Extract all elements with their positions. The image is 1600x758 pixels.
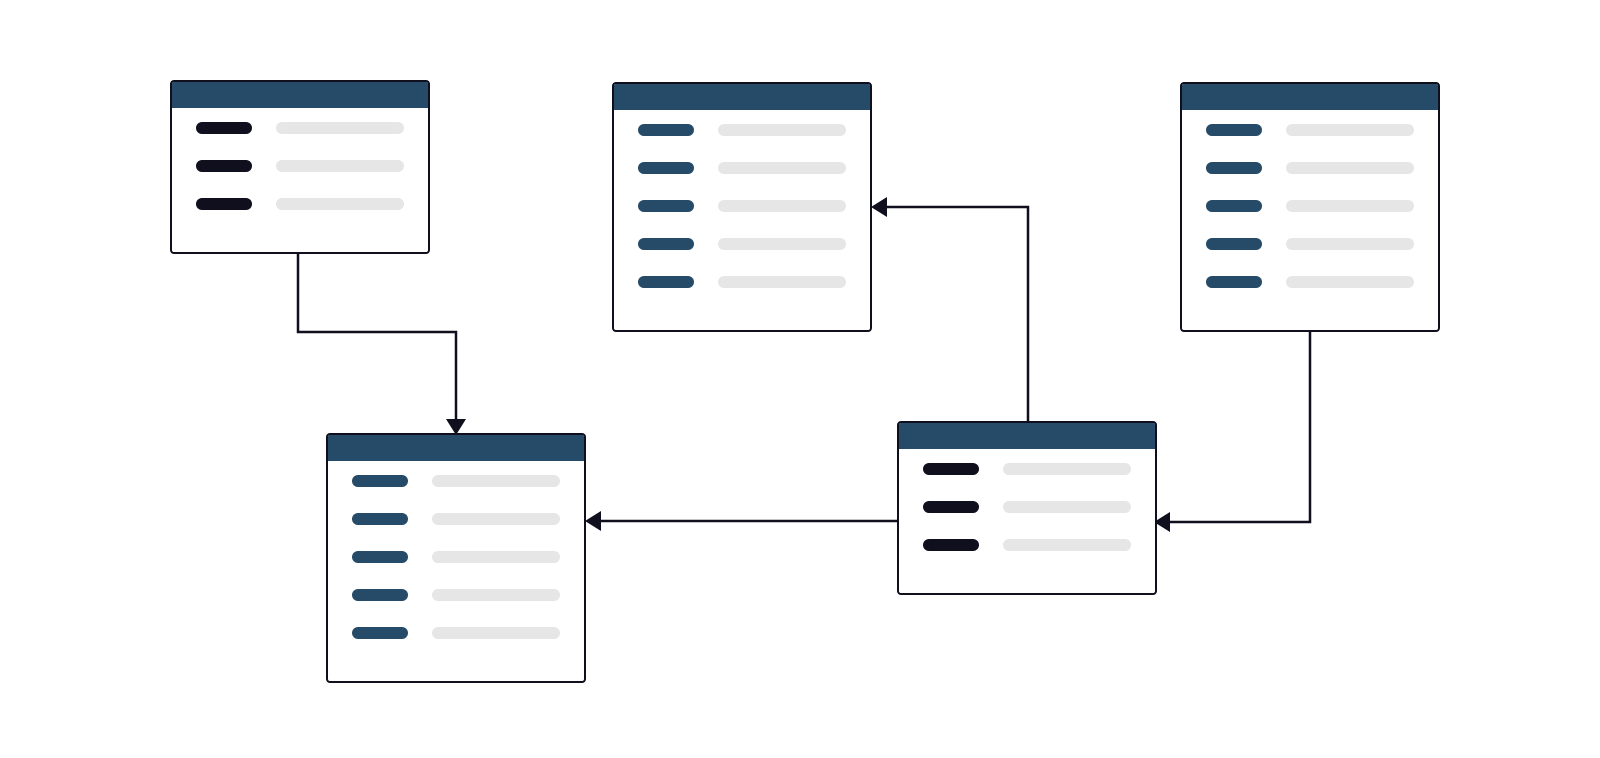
field-value-placeholder xyxy=(718,200,846,212)
field-key-placeholder xyxy=(1206,200,1262,212)
table-header xyxy=(1182,84,1438,110)
table-bottom-left[interactable] xyxy=(326,433,586,683)
table-header xyxy=(614,84,870,110)
table-bottom-right[interactable] xyxy=(897,421,1157,595)
table-row xyxy=(614,110,870,148)
table-row xyxy=(1182,186,1438,224)
table-row xyxy=(328,461,584,499)
table-header xyxy=(899,423,1155,449)
field-value-placeholder xyxy=(1286,276,1414,288)
field-value-placeholder xyxy=(276,122,404,134)
field-key-placeholder xyxy=(352,627,408,639)
field-value-placeholder xyxy=(718,124,846,136)
field-value-placeholder xyxy=(276,198,404,210)
field-key-placeholder xyxy=(1206,276,1262,288)
table-row xyxy=(328,499,584,537)
field-value-placeholder xyxy=(1003,463,1131,475)
primary-key-placeholder xyxy=(196,160,252,172)
table-top-right[interactable] xyxy=(1180,82,1440,332)
field-value-placeholder xyxy=(718,162,846,174)
arrowhead-left-icon xyxy=(1154,512,1170,532)
table-row xyxy=(899,525,1155,563)
table-row xyxy=(1182,148,1438,186)
field-key-placeholder xyxy=(1206,162,1262,174)
table-row xyxy=(1182,262,1438,300)
field-key-placeholder xyxy=(352,589,408,601)
table-row xyxy=(328,575,584,613)
table-row xyxy=(614,262,870,300)
field-key-placeholder xyxy=(638,238,694,250)
table-row xyxy=(1182,224,1438,262)
table-row xyxy=(1182,110,1438,148)
primary-key-placeholder xyxy=(923,501,979,513)
table-row xyxy=(899,449,1155,487)
field-value-placeholder xyxy=(1286,124,1414,136)
primary-key-placeholder xyxy=(923,463,979,475)
table-header xyxy=(172,82,428,108)
table-top-center[interactable] xyxy=(612,82,872,332)
arrowhead-down-icon xyxy=(446,419,466,435)
field-value-placeholder xyxy=(276,160,404,172)
table-row xyxy=(172,146,428,184)
primary-key-placeholder xyxy=(196,198,252,210)
table-row xyxy=(172,184,428,222)
field-value-placeholder xyxy=(1286,200,1414,212)
field-value-placeholder xyxy=(718,238,846,250)
table-row xyxy=(899,487,1155,525)
table-row xyxy=(614,224,870,262)
field-value-placeholder xyxy=(432,589,560,601)
field-value-placeholder xyxy=(432,513,560,525)
field-value-placeholder xyxy=(1286,162,1414,174)
arrowhead-left-icon xyxy=(585,511,601,531)
table-row xyxy=(172,108,428,146)
field-key-placeholder xyxy=(352,551,408,563)
field-value-placeholder xyxy=(1286,238,1414,250)
field-key-placeholder xyxy=(638,162,694,174)
table-header xyxy=(328,435,584,461)
field-key-placeholder xyxy=(638,124,694,136)
field-key-placeholder xyxy=(352,475,408,487)
primary-key-placeholder xyxy=(923,539,979,551)
arrowhead-left-icon xyxy=(871,197,887,217)
connector-top-left-to-bottom-left xyxy=(296,250,458,420)
field-value-placeholder xyxy=(718,276,846,288)
primary-key-placeholder xyxy=(196,122,252,134)
field-key-placeholder xyxy=(1206,238,1262,250)
field-value-placeholder xyxy=(1003,539,1131,551)
field-value-placeholder xyxy=(1003,501,1131,513)
field-value-placeholder xyxy=(432,551,560,563)
table-row xyxy=(328,613,584,651)
field-key-placeholder xyxy=(1206,124,1262,136)
table-row xyxy=(614,186,870,224)
table-top-left[interactable] xyxy=(170,80,430,254)
field-key-placeholder xyxy=(638,200,694,212)
table-row xyxy=(614,148,870,186)
field-value-placeholder xyxy=(432,627,560,639)
field-value-placeholder xyxy=(432,475,560,487)
table-row xyxy=(328,537,584,575)
connector-bottom-right-to-top-center xyxy=(884,205,1030,421)
field-key-placeholder xyxy=(352,513,408,525)
field-key-placeholder xyxy=(638,276,694,288)
connector-top-right-to-bottom-right xyxy=(1170,330,1312,524)
